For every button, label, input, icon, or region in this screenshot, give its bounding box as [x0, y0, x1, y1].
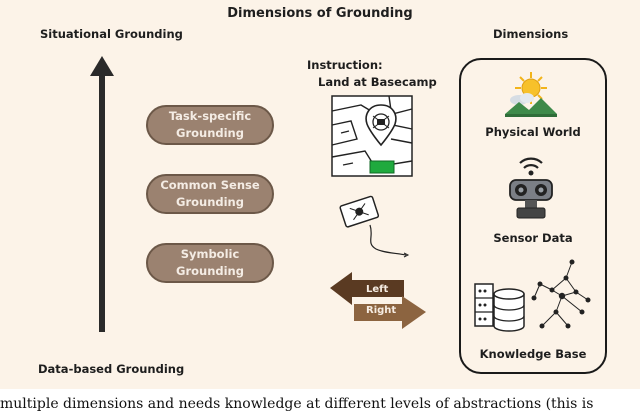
left-right-arrows-icon [330, 272, 426, 329]
dimensions-heading: Dimensions [493, 27, 569, 41]
axis-bottom-label: Data-based Grounding [38, 362, 185, 376]
dimension-knowledge-base-label: Knowledge Base [479, 347, 587, 361]
axis-top-label: Situational Grounding [40, 27, 183, 41]
controller-icon [339, 195, 410, 258]
diagram-title: Dimensions of Grounding [227, 6, 413, 21]
left-arrow-label: Left [366, 284, 389, 295]
map-icon [331, 95, 413, 177]
dimensions-box [459, 58, 607, 374]
vertical-axis-arrow-icon [90, 56, 114, 332]
figure-caption: multiple dimensions and needs knowledge … [0, 396, 594, 412]
sensor-icon [509, 157, 553, 219]
dimension-sensor-data-label: Sensor Data [493, 231, 573, 245]
instruction-heading: Instruction: [307, 58, 383, 72]
level-task-specific: Task-specific Grounding [146, 105, 274, 145]
dimension-physical-world-label: Physical World [485, 125, 581, 139]
level-symbolic: Symbolic Grounding [146, 243, 274, 283]
level-common-sense: Common Sense Grounding [146, 174, 274, 214]
sun-landscape-icon [505, 72, 557, 117]
right-arrow-label: Right [366, 305, 397, 316]
instruction-text: Land at Basecamp [318, 75, 437, 89]
database-graph-icon [474, 259, 591, 332]
